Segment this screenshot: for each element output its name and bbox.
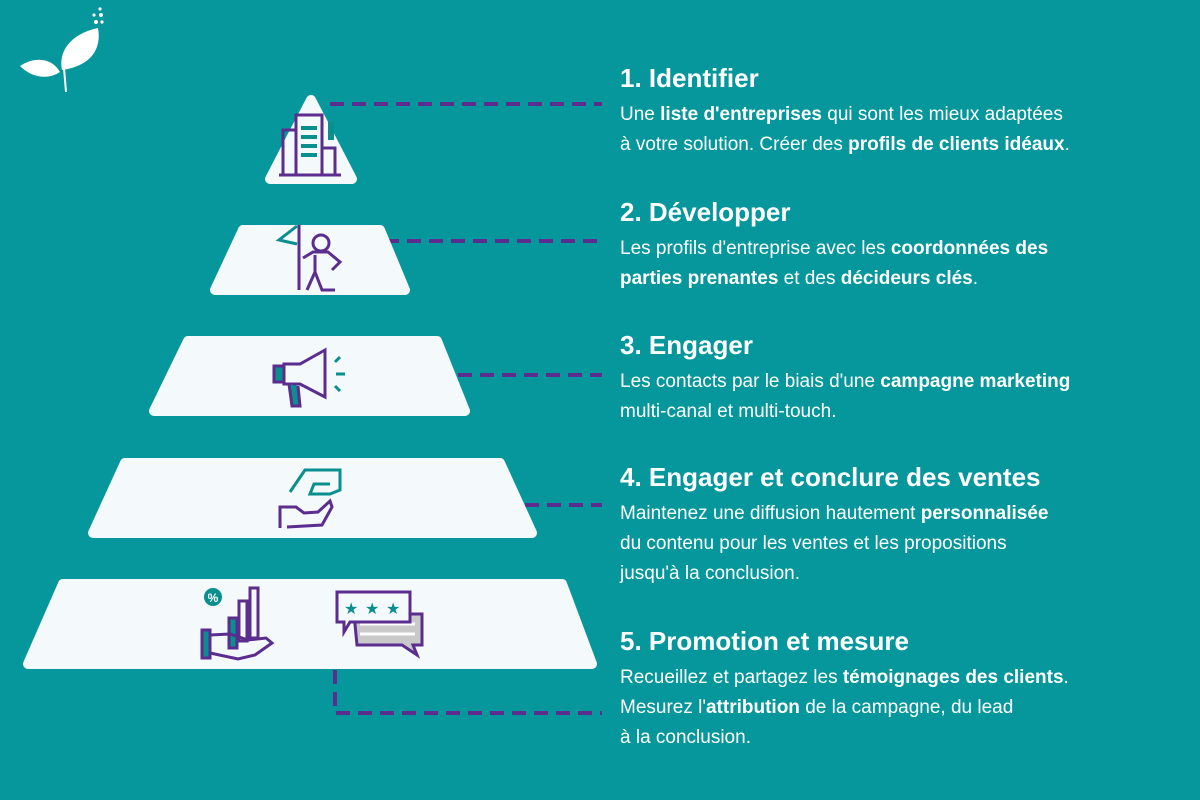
step-description: Une liste d'entreprises qui sont les mie…: [620, 100, 1070, 160]
highlight-text: coordonnées des: [890, 238, 1049, 259]
step-description: Les contacts par le biais d'une campagne…: [620, 367, 1070, 427]
highlight-text: campagne marketing: [880, 371, 1071, 392]
step-5: 5. Promotion et mesure Recueillez et par…: [620, 625, 1069, 753]
step-title: 2. Développer: [620, 197, 791, 227]
connector-5: [333, 670, 602, 715]
text-segment: Recueillez et partagez les: [620, 667, 843, 688]
text-segment: Maintenez une diffusion hautement: [620, 503, 921, 524]
handshake-give-icon: [278, 468, 342, 529]
step-1: 1. Identifier Une liste d'entreprises qu…: [620, 62, 1070, 160]
step-title: 5. Promotion et mesure: [620, 626, 909, 656]
tier-3: [149, 336, 470, 416]
text-segment: multi-canal et multi-touch.: [620, 401, 837, 422]
text-segment: jusqu'à la conclusion.: [620, 563, 801, 584]
step-title: 3. Engager: [620, 330, 753, 360]
review-stars-icon: ★ ★ ★: [335, 590, 424, 659]
highlight-text: liste d'entreprises: [660, 104, 823, 125]
megaphone-icon: [272, 347, 345, 408]
text-segment: .: [1064, 134, 1070, 155]
text-segment: Mesurez l': [620, 697, 706, 718]
highlight-text: profils de clients idéaux: [848, 134, 1065, 155]
svg-text:%: %: [208, 591, 219, 605]
step-title: 1. Identifier: [620, 63, 759, 93]
step-3: 3. Engager Les contacts par le biais d'u…: [620, 329, 1070, 427]
text-segment: de la campagne, du lead: [799, 697, 1014, 718]
highlight-text: décideurs clés: [840, 268, 973, 289]
leaf-logo-icon: [20, 7, 104, 93]
step-description: Les profils d'entreprise avec les coordo…: [620, 234, 1048, 294]
step-2: 2. Développer Les profils d'entreprise a…: [620, 196, 1048, 294]
highlight-text: parties prenantes: [620, 268, 779, 289]
svg-text:★: ★: [386, 599, 400, 618]
highlight-text: personnalisée: [920, 503, 1049, 524]
building-icon: [279, 113, 341, 177]
person-flag-icon: [275, 224, 343, 292]
text-segment: Une: [620, 104, 661, 125]
svg-text:★: ★: [365, 599, 379, 618]
tier-4: [88, 458, 537, 538]
highlight-text: témoignages des clients: [842, 667, 1064, 688]
connector-lines: [330, 102, 602, 715]
text-segment: .: [972, 268, 979, 289]
tier-2: [210, 225, 410, 295]
text-segment: à votre solution. Créer des: [620, 134, 849, 155]
svg-text:★: ★: [344, 599, 358, 618]
step-title: 4. Engager et conclure des ventes: [620, 462, 1041, 492]
tier-5: [23, 579, 597, 669]
text-segment: du contenu pour les ventes et les propos…: [620, 533, 1007, 554]
step-4: 4. Engager et conclure des ventes Mainte…: [620, 461, 1048, 589]
step-description: Recueillez et partagez les témoignages d…: [620, 663, 1069, 753]
text-segment: qui sont les mieux adaptées: [822, 104, 1063, 125]
text-segment: à la conclusion.: [620, 727, 751, 748]
chart-hand-icon: %: [200, 586, 275, 661]
text-segment: et des: [778, 268, 841, 289]
text-segment: .: [1063, 667, 1069, 688]
step-description: Maintenez une diffusion hautement person…: [620, 499, 1048, 589]
text-segment: Les contacts par le biais d'une: [620, 371, 881, 392]
highlight-text: attribution: [705, 697, 800, 718]
text-segment: Les profils d'entreprise avec les: [620, 238, 891, 259]
